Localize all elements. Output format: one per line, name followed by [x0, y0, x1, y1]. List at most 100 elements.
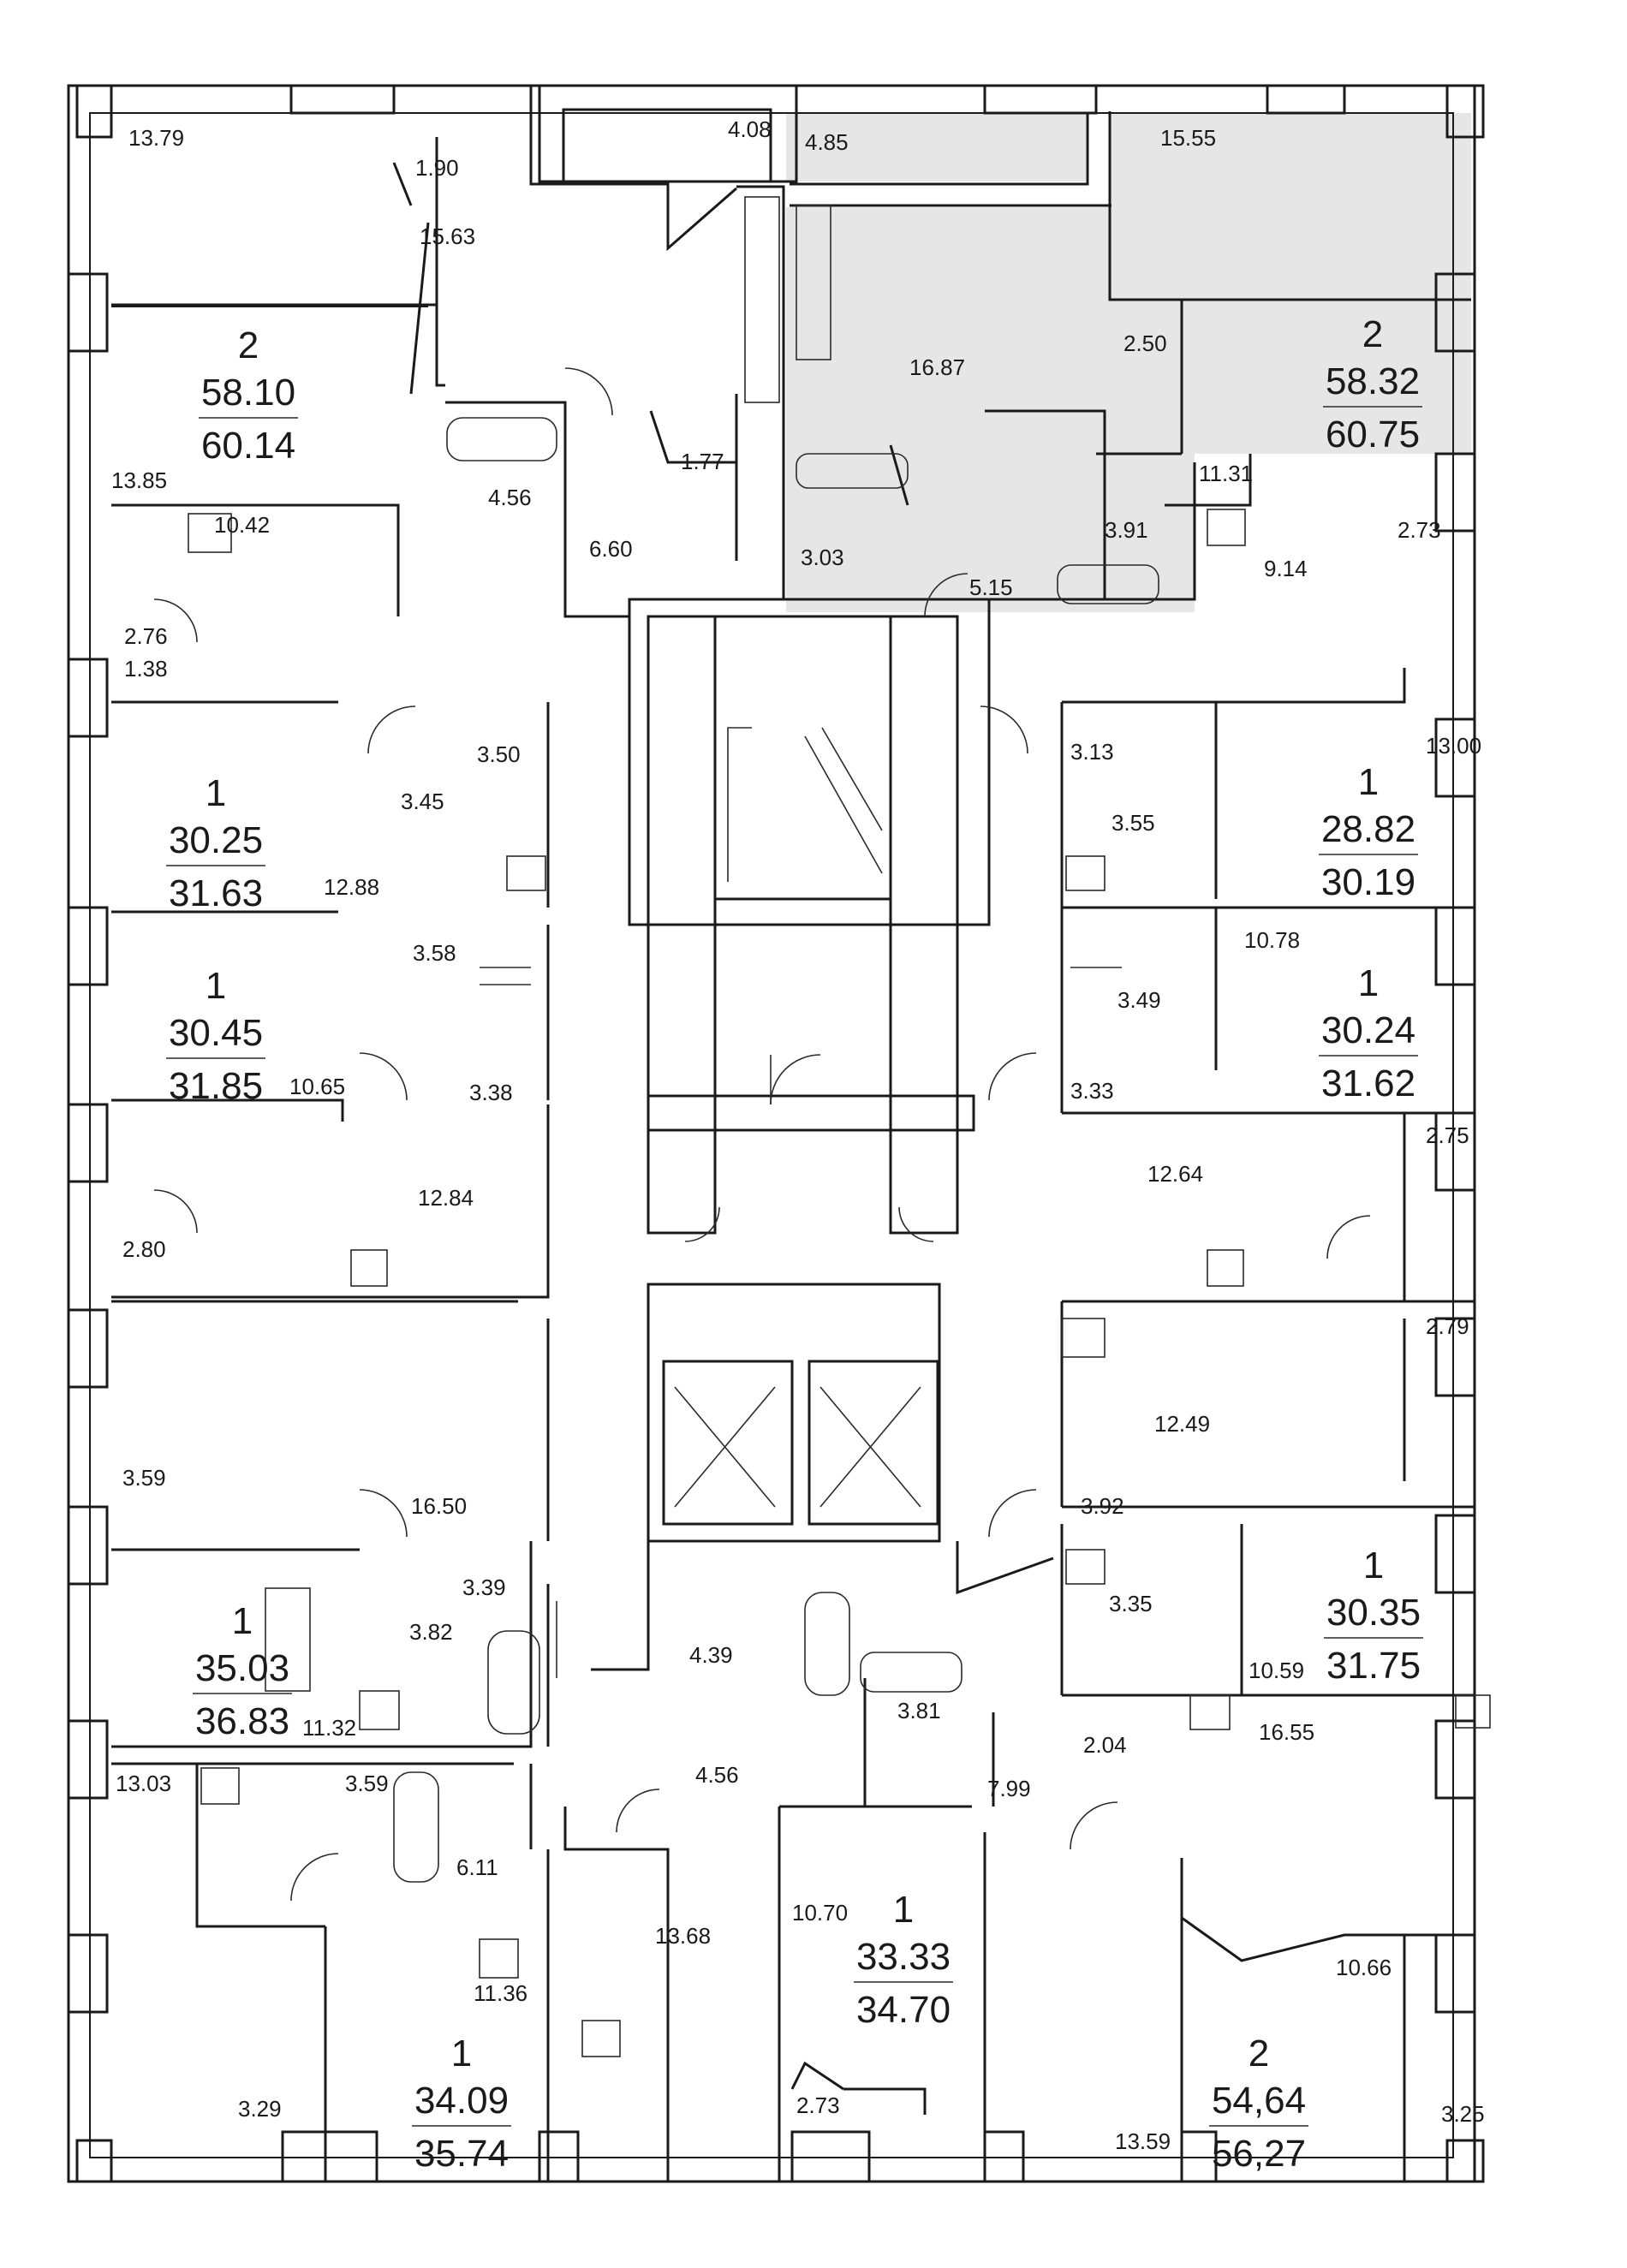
room-area: 3.49 — [1117, 987, 1161, 1013]
room-area: 1.90 — [415, 155, 459, 181]
room-area: 4.08 — [728, 116, 772, 142]
apartment-labels: 2 58.10 60.14 2 58.32 60.75 1 30.25 31.6… — [166, 313, 1423, 2175]
room-area: 12.84 — [418, 1185, 474, 1211]
room-area: 15.63 — [420, 223, 475, 249]
apartment-label: 1 30.24 31.62 — [1319, 962, 1418, 1104]
room-area: 13.85 — [111, 467, 167, 493]
room-area: 13.00 — [1426, 733, 1481, 759]
room-area: 11.31 — [1199, 461, 1253, 486]
apartment-living-area: 30.45 — [169, 1012, 263, 1054]
room-area: 3.13 — [1070, 739, 1114, 765]
room-area: 2.79 — [1426, 1313, 1469, 1339]
room-area: 13.68 — [655, 1923, 711, 1949]
room-area: 3.59 — [122, 1465, 166, 1491]
apartment-total-area: 56,27 — [1212, 2133, 1306, 2175]
apartment-label: 1 30.25 31.63 — [166, 772, 265, 914]
apartment-label: 1 30.45 31.85 — [166, 965, 265, 1107]
room-area: 12.88 — [324, 874, 379, 900]
room-area: 16.50 — [411, 1493, 467, 1519]
doors — [153, 367, 1371, 1902]
room-area: 7.99 — [987, 1776, 1031, 1801]
room-area: 3.55 — [1111, 810, 1155, 836]
room-area: 3.81 — [897, 1698, 941, 1723]
room-area: 2.50 — [1123, 330, 1167, 356]
apartment-total-area: 31.62 — [1321, 1063, 1415, 1104]
apartment-total-area: 60.75 — [1326, 414, 1420, 455]
interior-walls — [111, 84, 1475, 2182]
room-area: 10.65 — [289, 1074, 345, 1099]
room-area: 16.87 — [909, 354, 965, 380]
room-area: 1.77 — [681, 449, 724, 474]
apartment-rooms: 1 — [206, 965, 226, 1007]
apartment-total-area: 34.70 — [856, 1989, 951, 2031]
apartment-rooms: 1 — [206, 772, 226, 814]
room-area: 12.49 — [1154, 1411, 1210, 1437]
apartment-living-area: 54,64 — [1212, 2080, 1306, 2122]
apartment-living-area: 35.03 — [195, 1647, 289, 1689]
apartment-living-area: 30.35 — [1326, 1592, 1421, 1634]
apartment-living-area: 33.33 — [856, 1936, 951, 1978]
apartment-living-area: 30.25 — [169, 819, 263, 861]
room-area: 6.60 — [589, 536, 633, 562]
room-area: 12.64 — [1147, 1161, 1203, 1187]
room-area: 1.38 — [124, 656, 168, 682]
room-area: 2.04 — [1083, 1732, 1127, 1758]
room-area: 3.35 — [1109, 1591, 1153, 1616]
room-area: 2.73 — [1398, 517, 1441, 543]
apartment-total-area: 31.63 — [169, 872, 263, 914]
apartment-total-area: 30.19 — [1321, 861, 1415, 903]
apartment-living-area: 58.10 — [201, 372, 295, 414]
room-area: 13.03 — [116, 1771, 171, 1796]
apartment-label: 1 30.35 31.75 — [1324, 1545, 1423, 1687]
room-area: 3.58 — [413, 940, 456, 966]
room-area: 15.55 — [1160, 125, 1216, 151]
room-area: 10.42 — [214, 512, 270, 538]
room-area: 3.82 — [409, 1619, 453, 1645]
apartment-label: 2 54,64 56,27 — [1209, 2033, 1308, 2175]
room-area: 13.59 — [1115, 2128, 1171, 2154]
room-area: 5.15 — [969, 574, 1013, 600]
apartment-living-area: 58.32 — [1326, 360, 1420, 402]
room-area: 3.39 — [462, 1575, 506, 1600]
room-area: 4.85 — [805, 129, 849, 155]
apartment-label: 1 34.09 35.74 — [412, 2033, 511, 2175]
apartment-rooms: 2 — [1249, 2033, 1269, 2075]
fixtures — [188, 196, 1491, 2057]
room-area: 11.36 — [474, 1980, 527, 2006]
apartment-rooms: 1 — [1358, 962, 1379, 1004]
room-area: 4.56 — [488, 485, 532, 510]
apartment-label: 2 58.10 60.14 — [199, 324, 298, 467]
apartment-total-area: 60.14 — [201, 425, 295, 467]
room-area: 3.25 — [1441, 2101, 1485, 2127]
room-area: 11.32 — [302, 1715, 356, 1741]
room-area: 3.59 — [345, 1771, 389, 1796]
apartment-total-area: 31.75 — [1326, 1645, 1421, 1687]
room-area: 3.33 — [1070, 1078, 1114, 1104]
apartment-label: 1 35.03 36.83 — [193, 1600, 292, 1742]
apartment-label: 1 28.82 30.19 — [1319, 761, 1418, 903]
room-area: 4.39 — [689, 1642, 733, 1668]
apartment-living-area: 34.09 — [414, 2080, 509, 2122]
room-area: 4.56 — [695, 1762, 739, 1788]
stairwell — [480, 727, 1122, 1678]
room-area: 2.73 — [796, 2092, 840, 2118]
room-area: 6.11 — [456, 1854, 498, 1880]
apartment-rooms: 1 — [451, 2033, 472, 2075]
apartment-label: 2 58.32 60.75 — [1323, 313, 1422, 455]
room-area: 3.91 — [1105, 517, 1148, 543]
apartment-rooms: 2 — [1362, 313, 1383, 355]
apartment-total-area: 31.85 — [169, 1065, 263, 1107]
room-area: 2.76 — [124, 623, 168, 649]
apartment-rooms: 2 — [238, 324, 259, 366]
apartment-living-area: 28.82 — [1321, 808, 1415, 850]
room-area: 3.29 — [238, 2096, 282, 2122]
room-area: 3.03 — [801, 545, 844, 570]
room-area: 3.92 — [1081, 1493, 1124, 1519]
room-area: 3.38 — [469, 1080, 513, 1105]
room-area-labels: 13.79 1.90 4.08 4.85 15.55 15.63 16.87 2… — [111, 116, 1485, 2154]
apartment-living-area: 30.24 — [1321, 1009, 1415, 1051]
room-area: 10.78 — [1244, 927, 1300, 953]
highlighted-apartment-fill — [786, 113, 1471, 612]
apartment-rooms: 1 — [1363, 1545, 1384, 1586]
